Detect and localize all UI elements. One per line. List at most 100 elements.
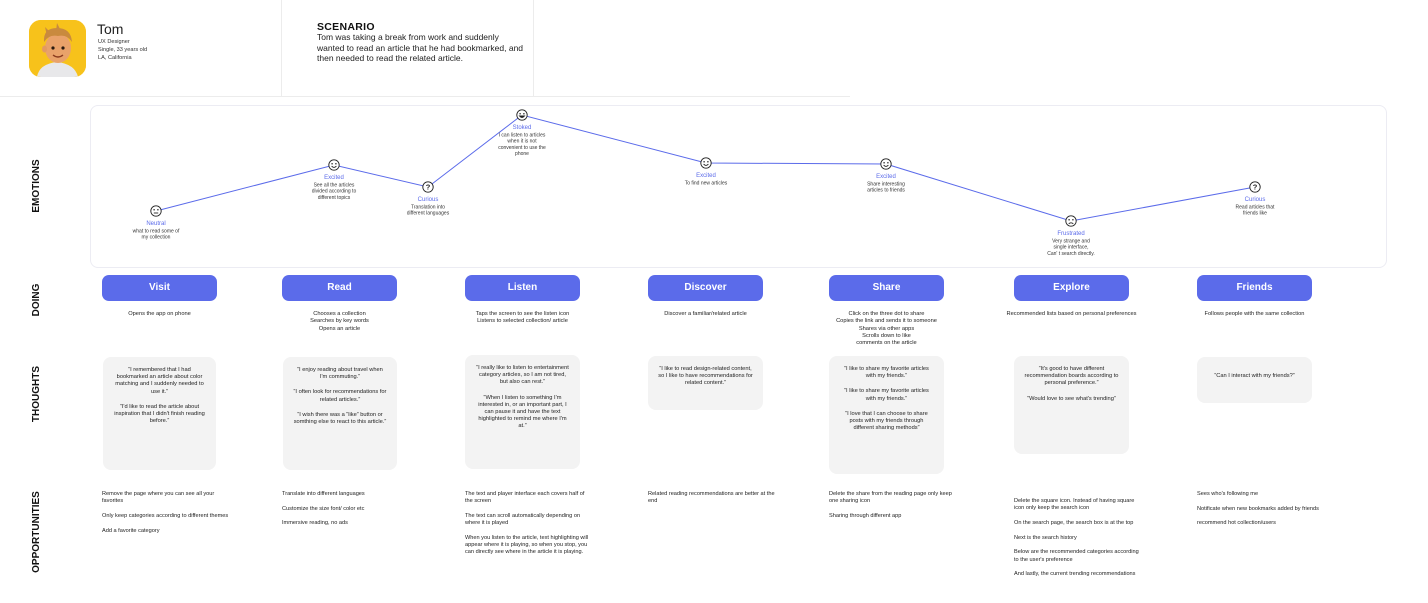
emotion-description: Share interesting	[867, 182, 905, 188]
frown-face-icon	[1065, 215, 1077, 227]
stage-pill-discover[interactable]: Discover	[648, 275, 763, 301]
stage-pill-visit[interactable]: Visit	[102, 275, 217, 301]
emotion-name: Excited	[876, 174, 896, 180]
memoji-icon	[29, 20, 86, 77]
smile-face-icon	[700, 157, 712, 169]
thought-quote: “When I listen to something I'm interest…	[478, 394, 567, 430]
avatar	[29, 20, 86, 77]
opportunity-item: Related reading recommendations are bett…	[648, 491, 775, 505]
opportunities-list: Sees who's following me Notificate when n…	[1197, 491, 1325, 535]
emotion-description: convenient to use the	[498, 145, 546, 151]
thought-quote: “I remembered that I had bookmarked an a…	[115, 367, 204, 395]
emotion-name: Frustrated	[1057, 231, 1084, 237]
persona-role: UX Designer	[98, 39, 130, 45]
question-face-icon: ?	[1249, 181, 1261, 193]
thought-quote: “I really like to listen to entertainmen…	[476, 365, 569, 386]
emotion-name: Curious	[1245, 197, 1266, 203]
doing-line: Follows people with the same collection	[1204, 311, 1305, 317]
opportunities-list: Delete the share from the reading page o…	[829, 491, 957, 528]
stage-pill-share[interactable]: Share	[829, 275, 944, 301]
opportunity-item: On the search page, the search box is at…	[1014, 519, 1134, 526]
doing-line: Taps the screen to see the listen icon	[475, 311, 570, 317]
opportunity-item: When you listen to the article, text hig…	[465, 534, 589, 556]
persona-location: LA, California	[98, 55, 132, 61]
opportunity-item: Notificate when new bookmarks added by f…	[1197, 505, 1319, 512]
header-divider	[281, 0, 282, 96]
doing-text: Opens the app on phone	[80, 311, 240, 318]
emotion-description: See all the articles	[314, 183, 355, 189]
thought-quote: “Would love to see what's trending”	[1027, 395, 1116, 402]
opportunity-item: And lastly, the current trending recomme…	[1014, 571, 1136, 578]
emotion-description: what to read some of	[133, 229, 180, 235]
emotion-description: different topics	[318, 195, 351, 201]
doing-line: Shares via other apps	[858, 325, 915, 332]
opportunity-item: Sharing through different app	[829, 512, 902, 519]
emotion-description: divided according to	[312, 189, 357, 195]
thought-quote: “I enjoy reading about travel when I'm c…	[297, 367, 383, 381]
opportunities-list: Remove the page where you can see all yo…	[102, 491, 232, 542]
emotion-name: Curious	[418, 197, 439, 203]
opportunity-item: Add a favorite category	[102, 527, 160, 534]
emotion-description: I can listen to articles	[499, 133, 546, 139]
emotion-description: Translation into	[411, 205, 445, 211]
thought-quote: “I like to share my favorite articles wi…	[844, 388, 929, 402]
emotion-description: when it is not	[507, 139, 537, 145]
thought-card: “It's good to have different recommendat…	[1014, 356, 1129, 454]
emotion-description: Read articles that	[1236, 205, 1276, 211]
svg-text:?: ?	[426, 183, 431, 192]
scenario-text: Tom was taking a break from work and sud…	[317, 32, 524, 63]
smile-face-icon	[880, 158, 892, 170]
doing-line: comments on the article	[856, 340, 917, 347]
emotion-description: phone	[515, 151, 529, 157]
opportunities-list: Related reading recommendations are bett…	[648, 491, 776, 513]
opportunity-item: Next is the search history	[1014, 534, 1077, 541]
emotion-description: articles to friends	[867, 188, 905, 194]
thought-card: “Can I interact with my friends?”	[1197, 357, 1312, 403]
thought-quote: “I often look for recommendations for re…	[293, 389, 387, 403]
stage-pill-friends[interactable]: Friends	[1197, 275, 1312, 301]
thought-quote: “I like to share my favorite articles wi…	[844, 366, 929, 380]
emotion-name: Neutral	[146, 221, 165, 227]
thought-quote: “I love that I can choose to share posts…	[845, 410, 928, 432]
doing-line: Chooses a collection	[313, 311, 366, 317]
thought-card: “I like to read design-related content, …	[648, 356, 763, 410]
opportunity-item: Delete the share from the reading page o…	[829, 491, 952, 505]
stage-pill-read[interactable]: Read	[282, 275, 397, 301]
opportunity-item: Only keep categories according to differ…	[102, 512, 229, 519]
thought-card: “I like to share my favorite articles wi…	[829, 356, 944, 474]
thought-quote: “I wish there was a “like” button or som…	[293, 411, 387, 426]
stage-pill-explore[interactable]: Explore	[1014, 275, 1129, 301]
doing-text: Follows people with the same collection	[1175, 311, 1335, 318]
stage-pill-listen[interactable]: Listen	[465, 275, 580, 301]
doing-line: Scrolls down to like	[862, 332, 911, 339]
opportunity-item: Sees who's following me	[1197, 491, 1259, 497]
emotion-description: friends like	[1243, 211, 1267, 217]
emotion-name: Stoked	[513, 125, 532, 131]
header-divider	[533, 0, 534, 96]
persona-status: Single, 33 years old	[98, 47, 148, 53]
doing-line: Copies the link and sends it to someone	[836, 318, 937, 325]
emotion-line	[155, 114, 1256, 222]
doing-line: Click on the three dot to share	[848, 311, 925, 317]
opportunity-item: Customize the size font/ color etc	[282, 505, 365, 512]
opportunity-item: recommend hot collection/users	[1197, 520, 1276, 527]
persona-name: Tom	[97, 21, 124, 37]
thought-quote: “Can I interact with my friends?”	[1214, 373, 1295, 379]
opportunity-item: The text can scroll automatically depend…	[465, 512, 581, 527]
emotion-name: Excited	[324, 175, 344, 181]
doing-line: Discover a familiar/related article	[664, 311, 747, 317]
emotion-description: Very strange and	[1052, 239, 1090, 245]
doing-text: Recommended lists based on personal pref…	[992, 311, 1152, 318]
svg-text:?: ?	[1253, 183, 1258, 192]
emotion-description: Can' t search directly.	[1047, 251, 1095, 257]
opportunity-item: Translate into different languages	[282, 491, 365, 497]
thought-quote: “It's good to have different recommendat…	[1024, 366, 1119, 387]
doing-line: Opens an article	[318, 325, 361, 332]
